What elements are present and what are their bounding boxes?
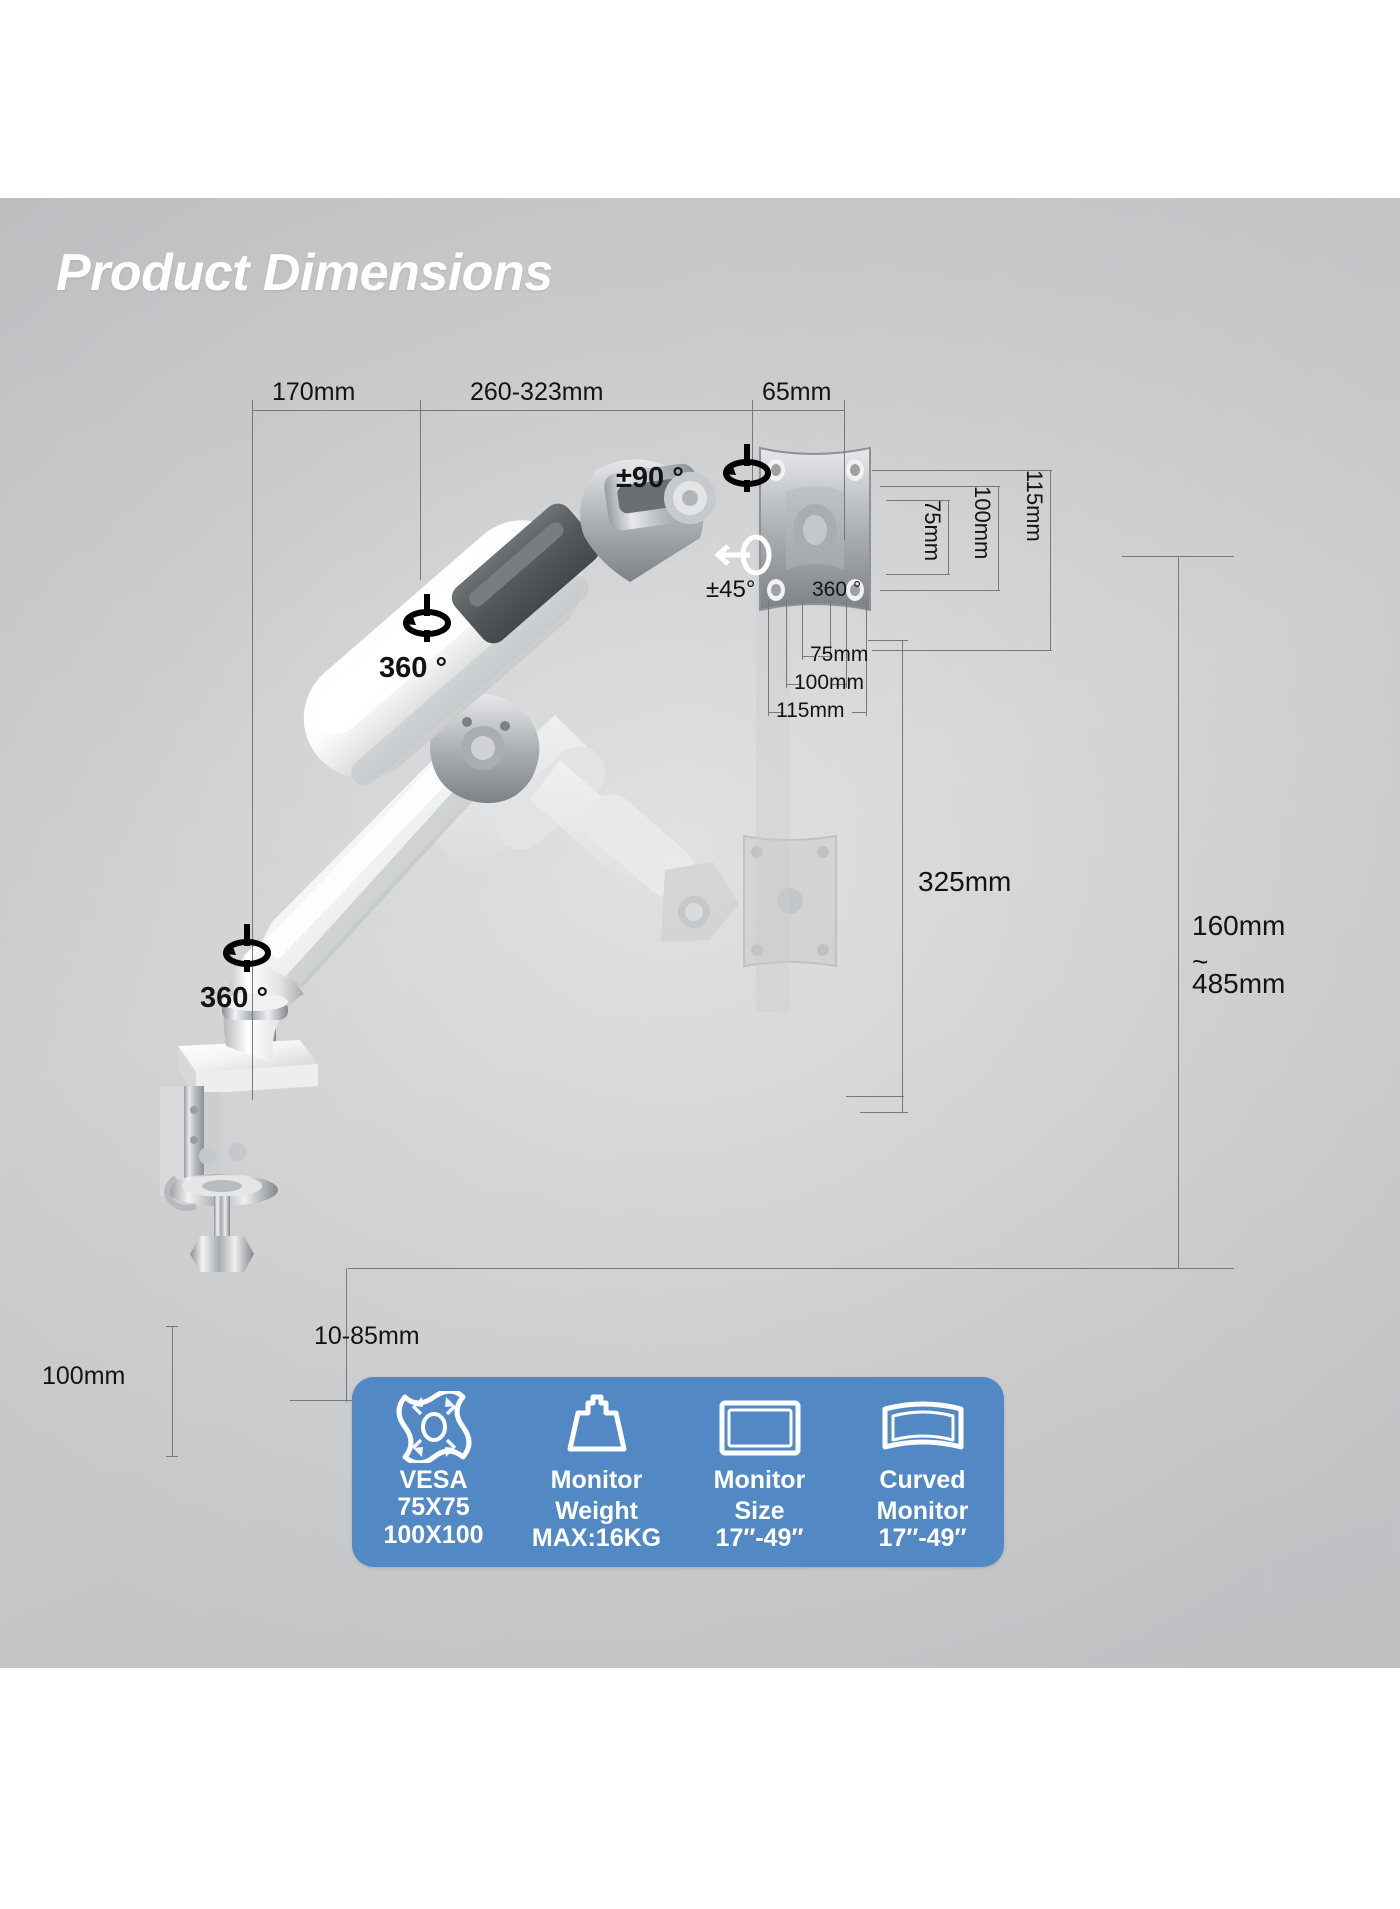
feature-weight-value: MAX:16KG <box>531 1524 662 1552</box>
feature-curved-monitor: Curved Monitor 17″-49″ <box>844 1391 1002 1553</box>
dim-260-323mm-label: 260-323mm <box>470 378 604 406</box>
rotation-360-icon-base <box>223 924 271 972</box>
rotation-90-label: ±90 ° <box>616 462 684 494</box>
vesa-h75-line-b <box>818 656 830 657</box>
feature-weight-title-l2: Weight <box>555 1497 638 1525</box>
weight-icon <box>558 1391 636 1463</box>
vesa-lead-top-115 <box>872 470 1052 471</box>
vesa-h115-line-b <box>852 712 866 713</box>
vesa-lead-bot-100 <box>880 590 1000 591</box>
vesa-h115-line-a <box>768 712 782 713</box>
tilt-45-icon <box>714 534 772 576</box>
monitor-arm-illustration <box>160 446 871 1272</box>
desk-thickness-line <box>346 1268 347 1402</box>
vesa-lead-top-100 <box>880 486 1000 487</box>
feature-vesa-title: VESA <box>399 1466 468 1494</box>
vesa-vline-100 <box>998 486 999 590</box>
vesa-lead-bot-75 <box>886 574 950 575</box>
feature-vesa-line2: 100X100 <box>383 1520 484 1549</box>
dim-170mm-label: 170mm <box>272 378 356 406</box>
dim-10-85mm-label: 10-85mm <box>314 1322 420 1350</box>
rotation-360-base-label: 360 ° <box>200 982 269 1014</box>
vesa-h100-line-a <box>786 684 800 685</box>
travel-325-tick-bottom <box>860 1112 908 1113</box>
feature-curved-title-l1: Curved <box>879 1466 966 1494</box>
vesa-h100-line-b <box>832 684 846 685</box>
feature-vesa: VESA 75X75 100X100 <box>355 1391 513 1549</box>
height-range-line <box>1178 556 1179 1268</box>
rotation-360-icon-upper <box>403 594 451 642</box>
top-dimension-line <box>252 410 844 411</box>
vesa-hext-right-100 <box>846 600 847 688</box>
clamp-depth-line <box>172 1326 173 1456</box>
ext-line-mid3 <box>844 410 845 540</box>
vesa-horizontal-115-label: 115mm <box>776 699 845 722</box>
curved-monitor-icon <box>879 1391 967 1463</box>
dim-160mm-label: 160mm <box>1192 910 1286 941</box>
flat-monitor-icon <box>716 1391 804 1463</box>
vesa-vline-75 <box>948 500 949 574</box>
vesa-hext-left-100 <box>786 600 787 688</box>
rotation-360-upper-label: 360 ° <box>379 652 448 684</box>
vesa-hext-left-75 <box>802 600 803 660</box>
feature-curved-value: 17″-49″ <box>878 1524 967 1552</box>
vesa-vertical-75-label: 75mm <box>920 500 945 562</box>
rotation-90-icon <box>723 444 771 492</box>
dim-325mm-label: 325mm <box>918 866 1012 897</box>
vesa-hext-right-75 <box>830 600 831 660</box>
vesa-horizontal-100-label: 100mm <box>794 671 865 694</box>
vesa-hext-right-115 <box>866 600 867 716</box>
clamp-depth-tick-bottom <box>166 1456 178 1457</box>
dim-100mm-clamp-label: 100mm <box>42 1362 126 1390</box>
vesa-vertical-115-label: 115mm <box>1022 470 1047 542</box>
height-range-tilde: ~ <box>1192 946 1209 977</box>
tilt-45-label: ±45° <box>706 576 756 603</box>
vesa-pattern-icon <box>395 1391 473 1463</box>
height-range-tick-bottom <box>348 1268 1234 1269</box>
feature-size-value: 17″-49″ <box>715 1524 804 1552</box>
feature-curved-title-l2: Monitor <box>876 1497 969 1525</box>
plate-rotation-360-label: 360 ° <box>812 578 862 601</box>
dim-65mm-label: 65mm <box>762 378 832 406</box>
vesa-hext-left-115 <box>768 600 769 716</box>
vesa-horizontal-75-label: 75mm <box>810 643 869 666</box>
travel-325-tick-top <box>868 640 908 641</box>
vesa-vertical-100-label: 100mm <box>970 486 995 560</box>
feature-size-title-l1: Monitor <box>713 1466 806 1494</box>
height-range-tick-top <box>1122 556 1234 557</box>
vesa-lead-bot-115 <box>872 650 1052 651</box>
vesa-h75-line-a <box>802 656 814 657</box>
ext-line-left <box>252 410 253 1100</box>
feature-weight: Monitor Weight MAX:16KG <box>518 1391 676 1553</box>
feature-monitor-size: Monitor Size 17″-49″ <box>681 1391 839 1553</box>
feature-weight-title-l1: Monitor <box>550 1466 643 1494</box>
ext-line-mid1 <box>420 410 421 580</box>
travel-325-line <box>902 640 903 1112</box>
feature-bar: VESA 75X75 100X100 Monitor Weight MAX:16… <box>352 1377 1004 1567</box>
feature-size-title-l2: Size <box>734 1497 785 1525</box>
ghost-plate-leader <box>846 1096 904 1097</box>
feature-vesa-line1: 75X75 <box>397 1493 470 1521</box>
vesa-vline-115 <box>1050 470 1051 650</box>
vesa-lead-top-75 <box>886 500 950 501</box>
ext-line-mid2 <box>752 410 753 482</box>
dim-485mm-label: 485mm <box>1192 968 1286 999</box>
desk-thickness-tick <box>290 1400 352 1401</box>
page-title: Product Dimensions <box>56 244 553 302</box>
